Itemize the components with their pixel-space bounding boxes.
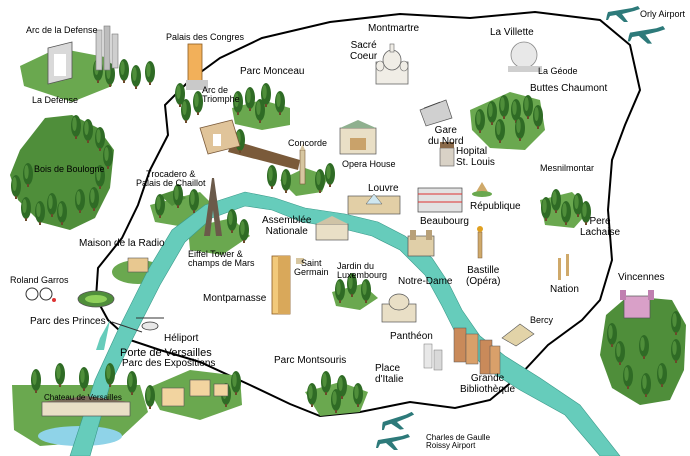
label-cdg: Charles de Gaulle Roissy Airport: [426, 433, 491, 451]
palais-des-congres-building: [186, 43, 208, 90]
sacre-coeur-building: [375, 43, 409, 85]
gare-du-nord-building: [419, 99, 453, 127]
label-grande-bibliotheque: Grande Bibliothèque: [460, 373, 516, 395]
plane-icon: [380, 411, 416, 433]
label-la-defense: La Defense: [32, 95, 79, 105]
label-sacre-coeur: Sacré Coeur: [350, 40, 378, 62]
label-arc-defense: Arc de la Defense: [26, 25, 98, 35]
label-pere-lachaise: Pere Lachaise: [580, 216, 621, 238]
versailles-chateau: [41, 396, 131, 417]
vincennes-castle: [620, 290, 654, 319]
pantheon-building: [381, 293, 417, 323]
plane-icon: [627, 26, 666, 44]
plane-icon: [376, 434, 410, 450]
label-beaubourg: Beaubourg: [420, 216, 469, 227]
label-palais-congres: Palais des Congres: [166, 32, 245, 42]
stadium-icon: [77, 290, 115, 308]
label-vincennes: Vincennes: [618, 272, 665, 283]
nation-columns: [558, 254, 569, 280]
beaubourg-building: [417, 187, 463, 213]
expositions-buildings: [161, 379, 229, 407]
label-porte-versailles: Porte de Versailles: [120, 347, 212, 359]
arc-de-triomphe-building: [199, 119, 241, 155]
label-place-italie: Place d'Italie: [375, 363, 404, 385]
label-bastille: Bastille (Opéra): [466, 265, 501, 287]
label-notre-dame: Notre-Dame: [398, 276, 453, 287]
hopital-building: [439, 142, 455, 167]
label-gare-nord: Gare du Nord: [428, 125, 464, 147]
label-heliport: Héliport: [164, 333, 199, 344]
concorde-obelisk: [299, 144, 306, 185]
label-buttes-chaumont: Buttes Chaumont: [530, 83, 608, 94]
montparnasse-tower: [271, 255, 291, 315]
label-bercy: Bercy: [530, 315, 554, 325]
label-parc-montsouris: Parc Montsouris: [274, 355, 347, 366]
bibliotheque-building: [453, 327, 501, 375]
opera-house-building: [339, 120, 377, 155]
maison-radio-building: [127, 257, 149, 273]
label-assemblee: Assemblée Nationale: [262, 215, 312, 237]
la-geode-building: [508, 41, 542, 72]
label-montparnasse: Montparnasse: [203, 293, 267, 304]
label-arc-triomphe: Arc de Triomphe: [202, 85, 240, 105]
label-parc-princes: Parc des Princes: [30, 316, 106, 327]
label-opera-house: Opera House: [342, 159, 396, 169]
label-hopital: Hopital St. Louis: [456, 146, 495, 168]
label-concorde: Concorde: [288, 138, 328, 148]
label-trocadero: Trocadero & Palais de Chaillot: [136, 169, 206, 189]
seine-river: [69, 191, 621, 456]
label-bois-boulogne: Bois de Boulogne: [34, 164, 105, 174]
label-chateau-versailles: Chateau de Versailles: [44, 393, 122, 402]
eiffel-tower: [204, 178, 222, 236]
label-montmartre: Montmartre: [368, 23, 420, 34]
place-italie-buildings: [423, 343, 443, 371]
label-parc-monceau: Parc Monceau: [240, 66, 305, 77]
notre-dame-building: [407, 230, 435, 257]
label-nation: Nation: [550, 284, 579, 295]
bercy-building: [501, 323, 535, 347]
republique-monument: [472, 182, 492, 197]
label-la-geode: La Géode: [538, 66, 578, 76]
label-pantheon: Panthéon: [390, 331, 433, 342]
helicopter-icon: [111, 317, 164, 333]
bois-de-boulogne-area: [10, 115, 114, 230]
label-la-villette: La Villette: [490, 27, 534, 38]
plane-icon: [606, 6, 640, 22]
arc-de-la-defense-building: [47, 25, 119, 85]
label-saint-germain: Saint Germain: [294, 258, 329, 278]
louvre-building: [347, 193, 401, 215]
label-republique: République: [470, 201, 521, 212]
bastille-column: [477, 226, 483, 259]
assemblee-building: [315, 216, 349, 241]
cycle-icon: [25, 287, 56, 302]
label-parc-expositions: Parc des Expositions: [122, 358, 216, 369]
champs-elysees: [228, 140, 300, 170]
river-end: [96, 320, 110, 350]
label-eiffel: Eiffel Tower & champs de Mars: [188, 249, 255, 269]
label-jardin-luxembourg: Jardin du Luxembourg: [337, 261, 388, 281]
label-roland-garros: Roland Garros: [10, 275, 69, 285]
label-louvre: Louvre: [368, 183, 399, 194]
saint-germain-tower: [296, 258, 304, 264]
label-maison-radio: Maison de la Radio: [79, 238, 165, 249]
label-orly: Orly Airport: [640, 9, 686, 19]
label-mesnilmontant: Mesnilmontar: [540, 163, 595, 173]
